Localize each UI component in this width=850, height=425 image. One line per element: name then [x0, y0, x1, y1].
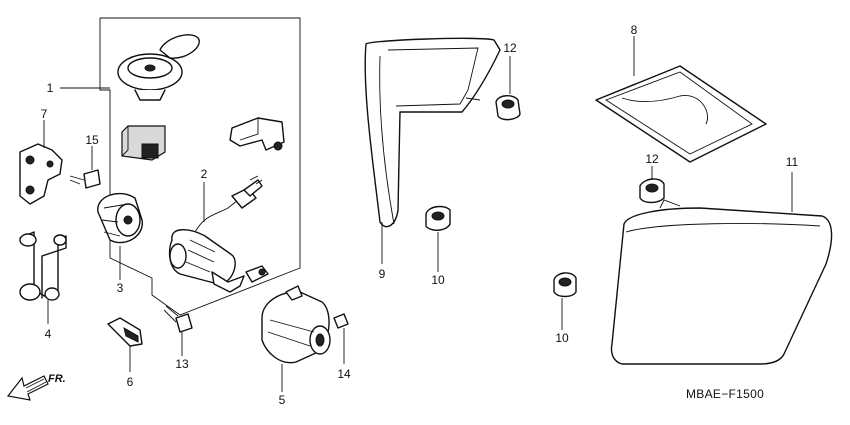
grommet-10a-part [425, 205, 451, 231]
lock-body-part [261, 285, 331, 364]
lock-cap-part [117, 34, 200, 101]
grommet-12a-part [495, 95, 521, 121]
callout-7: 7 [41, 107, 48, 121]
callout-4: 4 [45, 327, 52, 341]
manual-sheet-part [595, 65, 767, 163]
stay-bracket-part [19, 231, 67, 301]
callout-9: 9 [379, 267, 386, 281]
key-part [107, 317, 143, 347]
clip-cap-part [121, 125, 166, 161]
lock-bracket-part [229, 117, 285, 151]
callout-12b: 12 [645, 152, 659, 166]
assembly-group-outline [99, 17, 301, 316]
callout-6: 6 [127, 375, 134, 389]
callout-1: 1 [47, 81, 54, 95]
bracket-plate-part [19, 143, 63, 205]
grommet-12b-part [639, 178, 665, 204]
right-side-cover-part [610, 199, 833, 365]
front-indicator: FR. [6, 373, 66, 401]
callout-10a: 10 [431, 273, 445, 287]
front-label: FR. [48, 373, 66, 385]
callout-13: 13 [175, 357, 189, 371]
screw-13-part [163, 305, 193, 333]
callout-8: 8 [631, 23, 638, 37]
cylinder-lock-part [97, 193, 143, 244]
callout-14: 14 [337, 367, 351, 381]
callout-5: 5 [279, 393, 286, 407]
bolt-15-part [69, 169, 101, 189]
left-side-cover-part [364, 37, 501, 228]
main-switch-part [168, 175, 269, 293]
callout-10b: 10 [555, 331, 569, 345]
callout-3: 3 [117, 281, 124, 295]
grommet-10b-part [553, 272, 577, 298]
screw-14-part [333, 313, 349, 329]
callout-2: 2 [201, 167, 208, 181]
callout-11: 11 [786, 155, 799, 169]
callout-15: 15 [85, 133, 99, 147]
callout-12a: 12 [503, 41, 517, 55]
diagram-code: MBAE−F1500 [686, 387, 764, 401]
leader-lines [43, 36, 793, 392]
